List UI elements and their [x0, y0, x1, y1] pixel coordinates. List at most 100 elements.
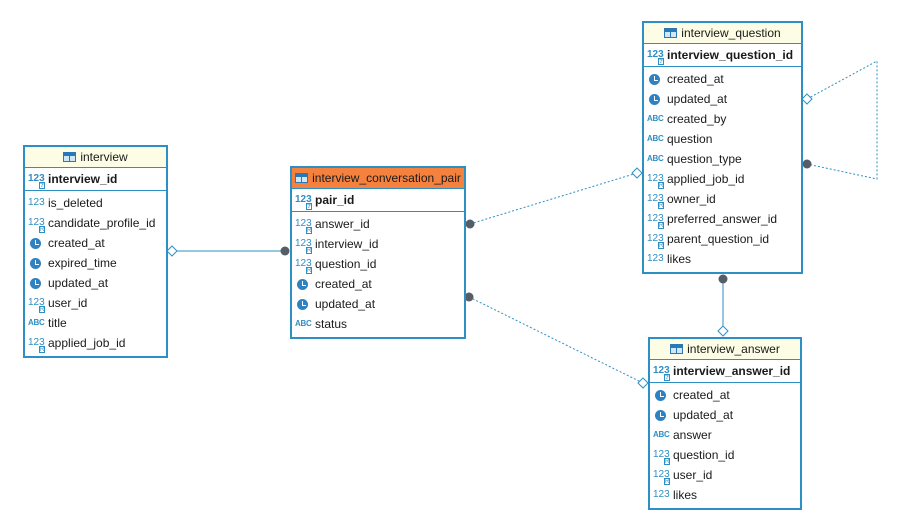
column-name: created_at	[315, 277, 372, 291]
column-row[interactable]: created_at	[25, 233, 166, 253]
column-row[interactable]: expired_time	[25, 253, 166, 273]
column-row[interactable]: created_at	[650, 385, 800, 405]
one-end-marker	[631, 167, 643, 179]
self-relationship-line[interactable]	[806, 60, 878, 180]
primary-key-column[interactable]: 123?interview_question_id	[644, 44, 801, 67]
key-badge-icon: R	[658, 182, 664, 189]
column-name: candidate_profile_id	[48, 216, 156, 230]
timestamp-type-icon	[297, 298, 308, 310]
key-badge-icon: R	[658, 202, 664, 209]
entity-header[interactable]: interview_answer	[650, 339, 800, 360]
one-end-marker	[717, 325, 729, 337]
many-end-marker	[465, 219, 475, 229]
timestamp-type-icon	[655, 409, 666, 421]
numeric-type-icon: 123?	[28, 173, 45, 189]
column-name: question_id	[315, 257, 377, 271]
primary-key-column[interactable]: 123?interview_id	[25, 168, 166, 191]
key-badge-icon: R	[664, 458, 670, 465]
primary-key-column[interactable]: 123?interview_answer_id	[650, 360, 800, 383]
column-row[interactable]: created_at	[292, 274, 464, 294]
entity-title: interview	[80, 150, 128, 164]
timestamp-type-icon	[30, 237, 41, 249]
entity-title: interview_question	[681, 26, 781, 40]
primary-key-column[interactable]: 123?pair_id	[292, 189, 464, 212]
key-badge-icon: R	[306, 267, 312, 274]
key-badge-icon: ?	[664, 374, 670, 381]
entity-header[interactable]: interview	[25, 147, 166, 168]
entity-interview-question[interactable]: interview_question 123?interview_question…	[642, 21, 803, 274]
numeric-type-icon: 123?	[647, 49, 664, 65]
entity-header[interactable]: interview_question	[644, 23, 801, 44]
numeric-type-icon: 123	[28, 197, 45, 208]
column-name: updated_at	[673, 408, 734, 422]
column-row[interactable]: created_at	[644, 69, 801, 89]
column-name: updated_at	[315, 297, 376, 311]
text-type-icon: ABC	[647, 134, 664, 143]
column-name: interview_id	[48, 172, 118, 186]
one-end-marker	[166, 245, 178, 257]
one-end-marker	[637, 377, 649, 389]
column-name: answer	[673, 428, 712, 442]
column-name: preferred_answer_id	[667, 212, 778, 226]
column-name: created_by	[667, 112, 727, 126]
timestamp-type-icon	[649, 73, 660, 85]
text-type-icon: ABC	[28, 318, 45, 327]
timestamp-type-icon	[297, 278, 308, 290]
key-badge-icon: R	[39, 306, 45, 313]
column-name: interview_answer_id	[673, 364, 791, 378]
numeric-type-icon: 123?	[295, 194, 312, 210]
relationship-line[interactable]	[468, 296, 644, 384]
many-end-marker	[464, 292, 474, 302]
column-name: interview_id	[315, 237, 379, 251]
text-type-icon: ABC	[653, 430, 670, 439]
column-name: question_id	[673, 448, 735, 462]
column-name: updated_at	[667, 92, 728, 106]
text-type-icon: ABC	[647, 114, 664, 123]
entity-header[interactable]: interview_conversation_pair	[292, 168, 464, 189]
column-name: question_type	[667, 152, 742, 166]
numeric-type-icon: 123	[653, 489, 670, 500]
relationship-line[interactable]	[469, 172, 638, 225]
column-row[interactable]: updated_at	[25, 273, 166, 293]
column-row[interactable]: updated_at	[650, 405, 800, 425]
table-icon	[63, 152, 77, 162]
column-name: interview_question_id	[667, 48, 794, 62]
table-icon	[670, 344, 684, 354]
column-row[interactable]: updated_at	[644, 89, 801, 109]
numeric-type-icon: 123	[647, 253, 664, 264]
column-name: likes	[667, 252, 692, 266]
key-badge-icon: ?	[39, 182, 45, 189]
column-row[interactable]: updated_at	[292, 294, 464, 314]
key-badge-icon: R	[658, 242, 664, 249]
column-name: parent_question_id	[667, 232, 770, 246]
